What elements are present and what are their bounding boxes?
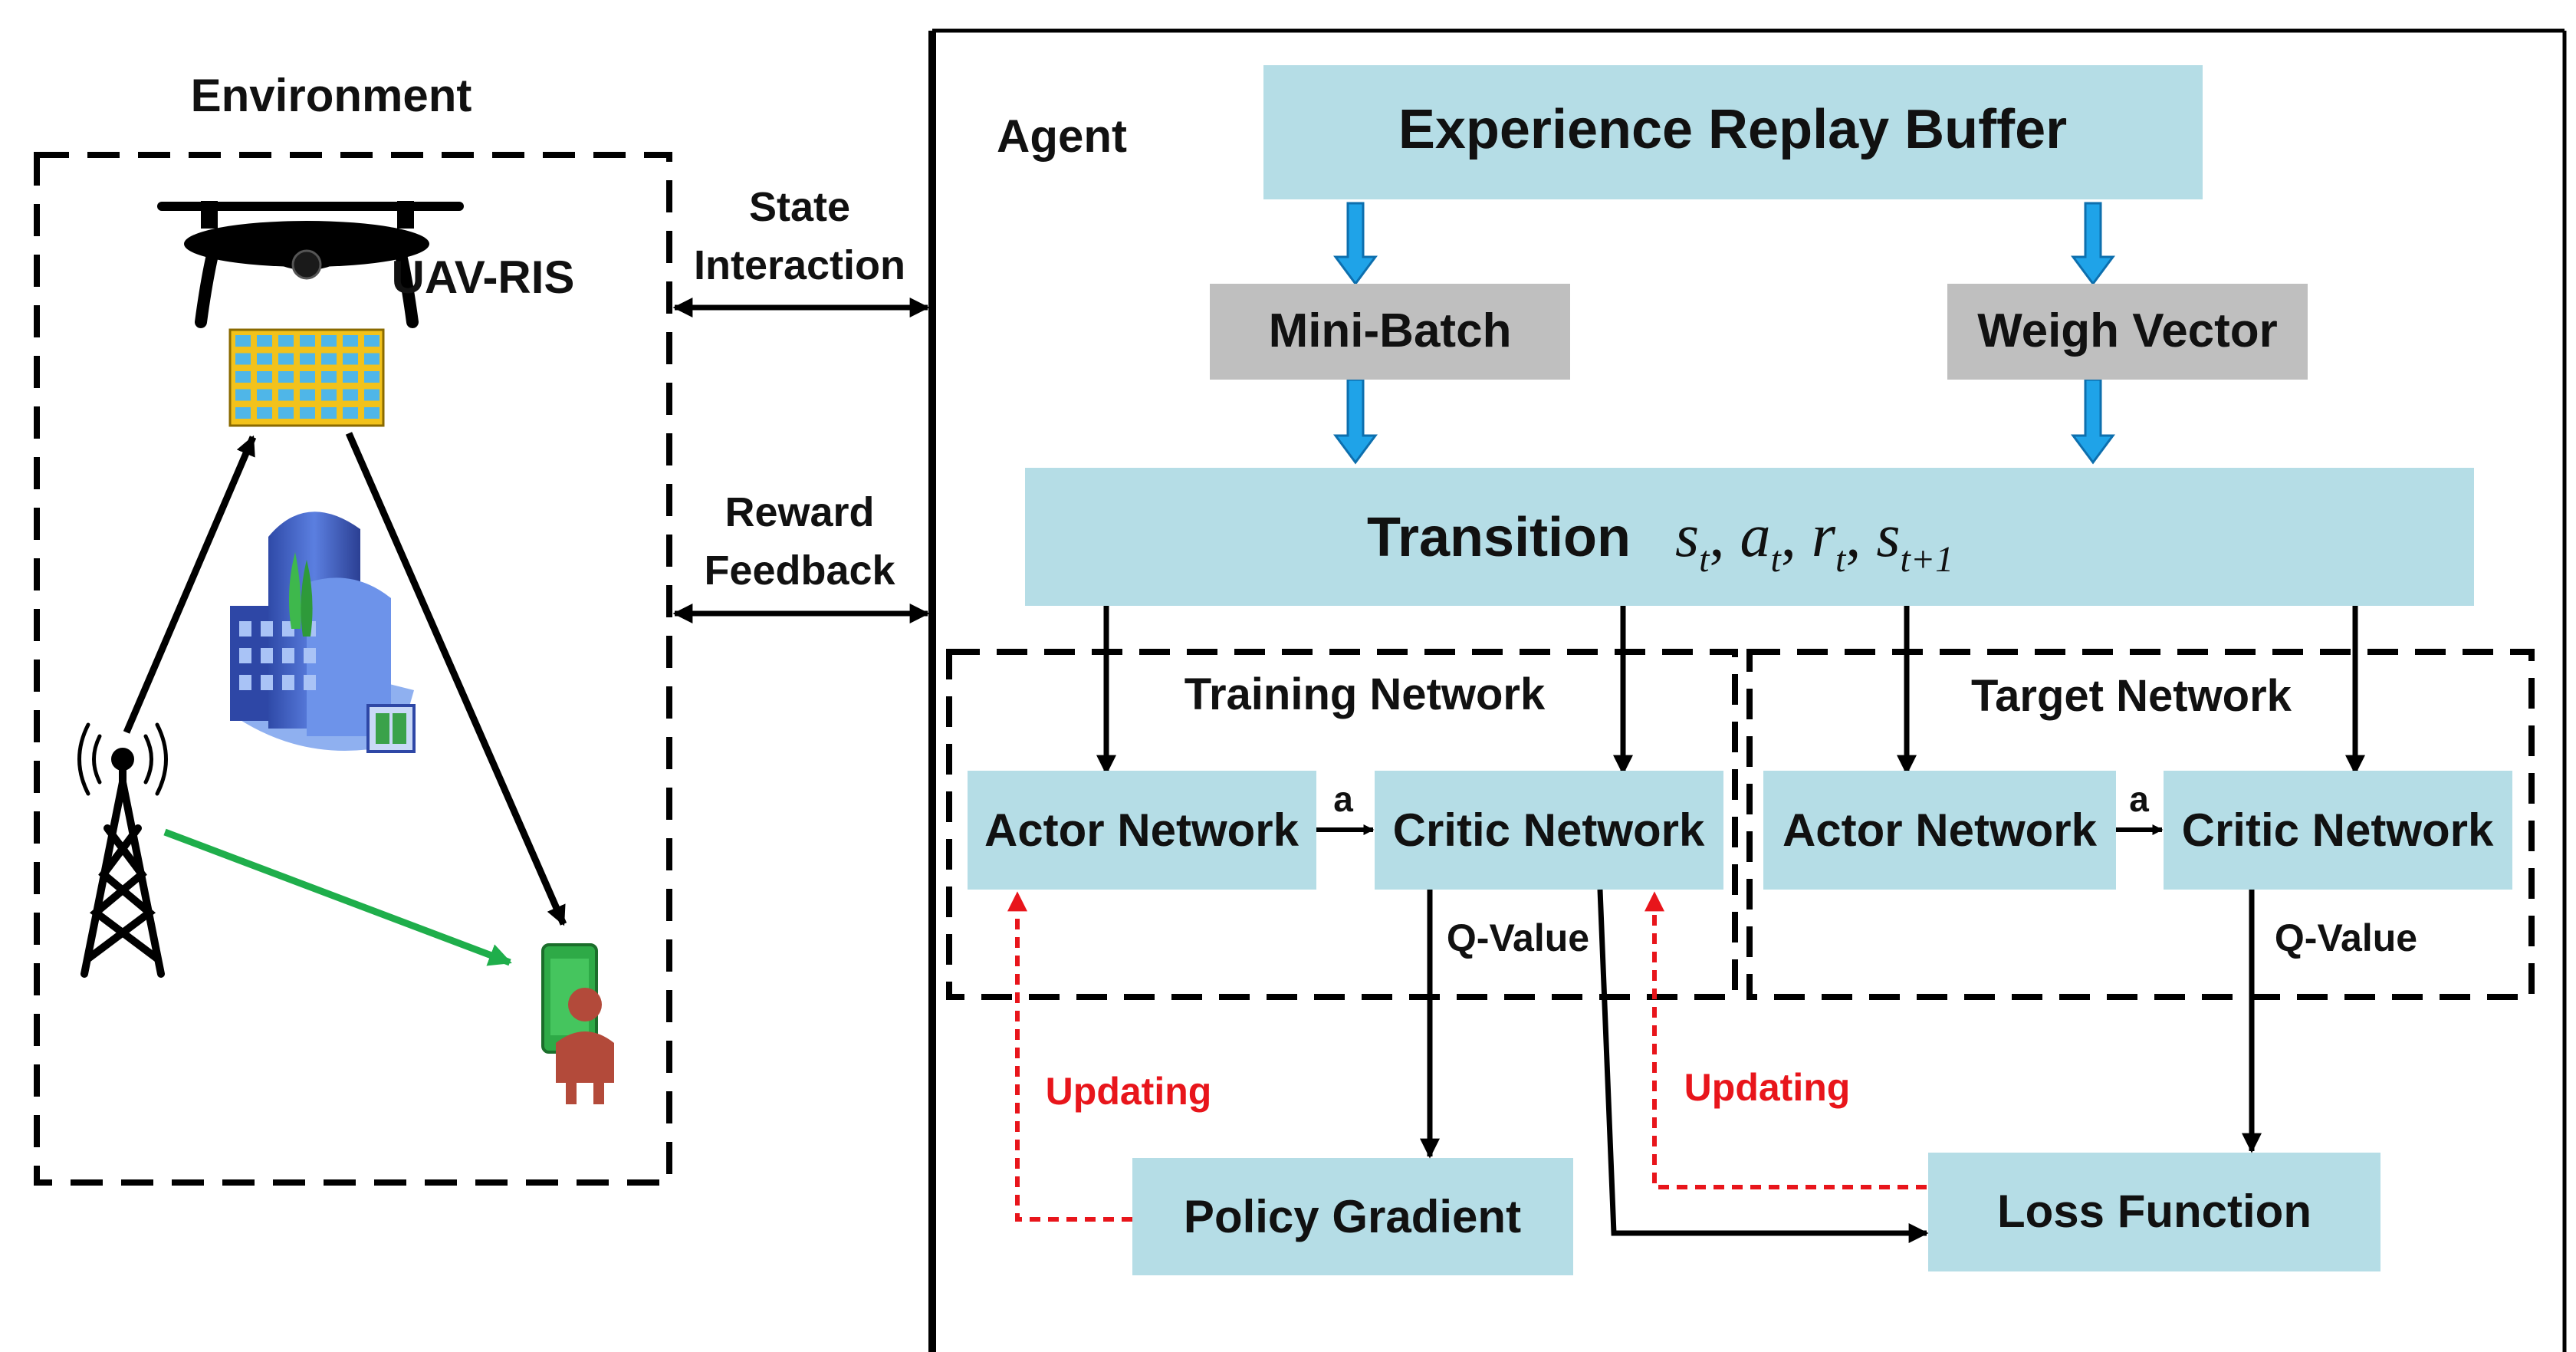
agent-panel: Agent Experience Replay Buffer Mini-Batc… bbox=[928, 28, 2567, 1352]
train-critic-network-label: Critic Network bbox=[1393, 804, 1705, 856]
critic-to-loss-function-arrow bbox=[1597, 889, 1929, 1243]
ris-element bbox=[364, 389, 380, 401]
train-actor-network-box bbox=[968, 771, 1316, 890]
ris-element bbox=[278, 353, 294, 365]
interaction-links: State Interaction Reward Feedback bbox=[672, 184, 930, 623]
target-action-label: a bbox=[2129, 779, 2149, 819]
ris-element bbox=[278, 371, 294, 383]
ris-element bbox=[257, 389, 272, 401]
ris-element bbox=[300, 335, 315, 347]
policy-gradient-box bbox=[1132, 1158, 1573, 1275]
ris-element bbox=[343, 389, 358, 401]
bs-to-user-direct-arrow bbox=[163, 828, 512, 966]
training-network-group bbox=[946, 649, 1738, 1000]
transition-tuple: st, at, rt, st+1 bbox=[1675, 502, 1953, 580]
target-actor-network-label: Actor Network bbox=[1783, 804, 2098, 856]
weigh-vector-box bbox=[1947, 284, 2308, 380]
reward-label-line1: Reward bbox=[724, 489, 874, 535]
base-station-tower-icon bbox=[77, 722, 168, 978]
target-critic-network-label: Critic Network bbox=[2182, 804, 2494, 856]
target-actor-network-box bbox=[1763, 771, 2116, 890]
ris-element bbox=[235, 389, 251, 401]
ris-element bbox=[235, 407, 251, 419]
mini-batch-box bbox=[1210, 284, 1570, 380]
ris-element bbox=[278, 389, 294, 401]
training-network-title: Training Network bbox=[1184, 669, 1546, 719]
target-network-title: Target Network bbox=[1971, 671, 2292, 721]
ris-element bbox=[321, 335, 337, 347]
ris-element bbox=[235, 371, 251, 383]
target-q-value-label: Q-Value bbox=[2275, 916, 2417, 959]
building-icon bbox=[230, 512, 416, 753]
ris-element bbox=[278, 335, 294, 347]
environment-title: Environment bbox=[191, 70, 472, 121]
loss-function-label: Loss Function bbox=[1997, 1186, 2312, 1237]
ris-element bbox=[343, 371, 358, 383]
target-network-group bbox=[1746, 649, 2535, 1000]
ris-element bbox=[343, 353, 358, 365]
ris-element bbox=[321, 353, 337, 365]
uav-ris-label: UAV-RIS bbox=[392, 252, 575, 303]
ris-element bbox=[321, 407, 337, 419]
ris-element bbox=[343, 407, 358, 419]
environment-panel: Environment UAV-RIS bbox=[34, 70, 672, 1186]
weigh-vector-label: Weigh Vector bbox=[1977, 304, 2278, 357]
blue-arrow-icons bbox=[1333, 202, 2115, 465]
target-critic-network-box bbox=[2164, 771, 2512, 890]
replay-buffer-box bbox=[1263, 65, 2203, 199]
train-actor-network-label: Actor Network bbox=[984, 804, 1300, 856]
uav-drone-icon bbox=[157, 201, 464, 328]
user-device-icon bbox=[541, 943, 614, 1104]
ris-element bbox=[364, 371, 380, 383]
ris-element bbox=[257, 353, 272, 365]
state-label-line2: Interaction bbox=[694, 242, 905, 288]
policy-update-arrow bbox=[1007, 891, 1132, 1222]
ris-element bbox=[257, 371, 272, 383]
ris-element bbox=[364, 335, 380, 347]
ris-element bbox=[364, 407, 380, 419]
train-critic-network-box bbox=[1375, 771, 1723, 890]
policy-gradient-label: Policy Gradient bbox=[1184, 1191, 1521, 1242]
policy-updating-label: Updating bbox=[1046, 1070, 1212, 1113]
ris-element bbox=[300, 407, 315, 419]
train-q-value-label: Q-Value bbox=[1447, 916, 1589, 959]
environment-border bbox=[34, 152, 672, 1186]
ris-element bbox=[300, 371, 315, 383]
train-action-label: a bbox=[1333, 779, 1353, 819]
transition-box bbox=[1025, 468, 2474, 606]
critic-updating-label: Updating bbox=[1684, 1066, 1851, 1109]
ris-panel-icon bbox=[228, 328, 385, 427]
ris-element bbox=[235, 335, 251, 347]
ris-to-user-arrow bbox=[345, 432, 567, 926]
ris-element bbox=[343, 335, 358, 347]
ris-element bbox=[257, 335, 272, 347]
critic-update-arrow bbox=[1644, 891, 1927, 1189]
agent-title: Agent bbox=[997, 110, 1127, 162]
ris-element bbox=[321, 371, 337, 383]
loss-function-box bbox=[1928, 1153, 2380, 1271]
transition-label: Transition bbox=[1367, 507, 1631, 568]
ris-element bbox=[321, 389, 337, 401]
ris-element bbox=[257, 407, 272, 419]
ris-element bbox=[278, 407, 294, 419]
ris-element bbox=[364, 353, 380, 365]
reward-label-line2: Feedback bbox=[704, 548, 895, 594]
replay-buffer-label: Experience Replay Buffer bbox=[1398, 99, 2067, 160]
bs-to-ris-arrow bbox=[123, 435, 257, 734]
ris-element bbox=[300, 389, 315, 401]
state-label-line1: State bbox=[749, 184, 850, 230]
mini-batch-label: Mini-Batch bbox=[1269, 304, 1512, 357]
ris-element bbox=[300, 353, 315, 365]
ris-element bbox=[235, 353, 251, 365]
